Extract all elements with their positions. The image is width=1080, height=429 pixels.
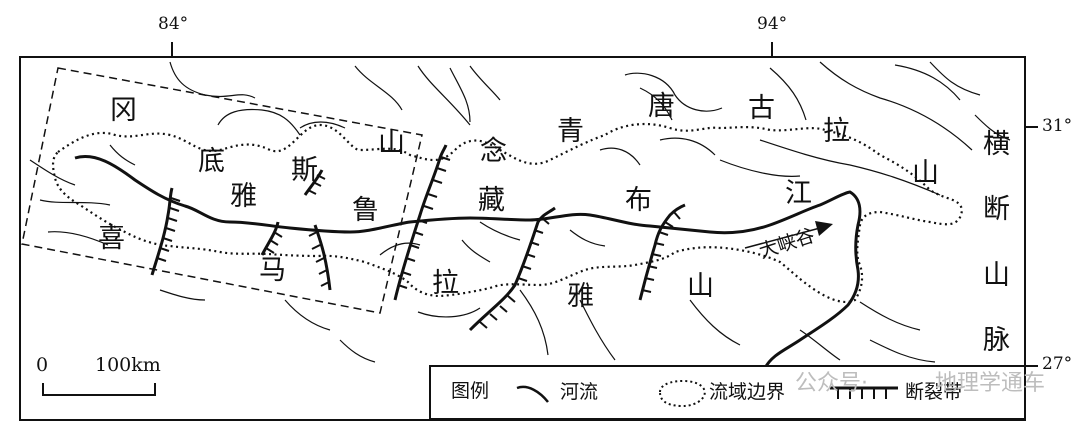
legend-boundary-symbol <box>658 379 706 408</box>
fault-ticks <box>156 156 681 329</box>
river-char-3: 藏 <box>478 185 505 216</box>
hengduan-char-3: 山 <box>983 260 1010 291</box>
gangdise-char-4: 山 <box>378 128 405 159</box>
himalaya-char-1: 喜 <box>98 223 125 254</box>
gangdise-char-1: 冈 <box>110 95 137 126</box>
hengduan-char-1: 横 <box>983 129 1010 160</box>
fault-zones <box>150 144 686 332</box>
watermark-left: 公众号· <box>795 371 868 396</box>
gangdise-char-2: 底 <box>198 146 225 177</box>
legend-fault-label: 断裂带 <box>905 381 963 403</box>
lon-label-84: 84° <box>158 14 189 34</box>
hengduan-char-2: 断 <box>983 194 1010 225</box>
legend-box <box>429 365 1026 420</box>
scale-bar <box>42 383 156 396</box>
river-char-5: 江 <box>785 178 812 209</box>
himalaya-char-4: 雅 <box>567 281 594 312</box>
himalaya-char-3: 拉 <box>432 268 459 299</box>
river-char-4: 布 <box>625 185 652 216</box>
study-area-box <box>21 67 423 314</box>
nyainqentanglha-char-6: 山 <box>912 158 939 189</box>
legend-boundary-label: 流域边界 <box>709 381 786 403</box>
nyainqentanglha-char-2: 青 <box>557 116 584 147</box>
legend-river-label: 河流 <box>560 381 599 403</box>
nyainqentanglha-char-3: 唐 <box>648 91 675 122</box>
main-river <box>74 155 862 369</box>
river-char-1: 雅 <box>230 181 257 212</box>
gangdise-char-3: 斯 <box>291 155 318 186</box>
nyainqentanglha-char-5: 拉 <box>823 116 850 147</box>
hengduan-char-4: 脉 <box>983 325 1010 356</box>
nyainqentanglha-char-4: 古 <box>748 93 775 124</box>
legend-fault-symbol <box>830 386 898 399</box>
lat-label-31: 31° <box>1042 116 1073 136</box>
himalaya-char-5: 山 <box>687 271 714 302</box>
watermark-right: 地理学通车 <box>935 371 1046 396</box>
himalaya-char-2: 马 <box>259 255 286 286</box>
legend-title: 图例 <box>451 380 490 402</box>
basin-boundary <box>51 122 964 304</box>
lon-label-94: 94° <box>757 14 788 34</box>
canyon-arrow <box>744 221 833 249</box>
lat-label-27: 27° <box>1042 354 1073 374</box>
legend-river-symbol <box>516 385 549 403</box>
river-char-2: 鲁 <box>352 195 379 226</box>
scale-zero: 0 <box>36 354 49 376</box>
scale-distance: 100km <box>95 354 161 376</box>
tributaries <box>29 61 1011 363</box>
nyainqentanglha-char-1: 念 <box>480 136 507 167</box>
